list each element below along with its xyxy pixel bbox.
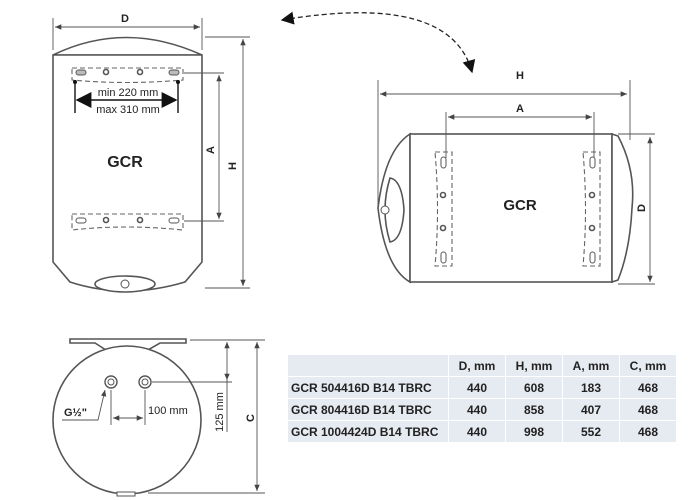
- header-cell: [287, 354, 449, 377]
- dimensions-table: D, mm H, mm A, mm C, mm GCR 504416D B14 …: [287, 354, 677, 443]
- cell: 468: [619, 376, 677, 399]
- max-spacing-label: max 310 mm: [96, 104, 160, 116]
- diameter-dimension-label: D: [636, 204, 648, 212]
- cell: 468: [619, 398, 677, 421]
- table-row: GCR 504416D B14 TBRC 440 608 183 468: [287, 376, 677, 399]
- header-cell: A, mm: [562, 354, 620, 377]
- table-row: GCR 1004424D B14 TBRC 440 998 552 468: [287, 420, 677, 443]
- model-cell: GCR 504416D B14 TBRC: [287, 376, 449, 399]
- cell: 183: [562, 376, 620, 399]
- pipe-spacing-label: 100 mm: [148, 405, 188, 417]
- bottom-view: 100 mm G½" 125 mm C: [52, 338, 265, 497]
- bracket-dimension-label: A: [205, 146, 217, 154]
- thread-size-label: G½": [64, 407, 87, 419]
- length-dimension-label: H: [516, 70, 524, 82]
- table-header-row: D, mm H, mm A, mm C, mm: [287, 354, 677, 377]
- vertical-heater: min 220 mm max 310 mm GCR D H A: [52, 13, 250, 293]
- cell: 858: [505, 398, 563, 421]
- height-dimension-label: H: [227, 162, 239, 170]
- min-spacing-label: min 220 mm: [98, 87, 159, 99]
- cell: 552: [562, 420, 620, 443]
- cell: 440: [448, 420, 506, 443]
- cell: 440: [448, 398, 506, 421]
- width-dimension-label: D: [121, 13, 129, 25]
- cell: 407: [562, 398, 620, 421]
- header-cell: H, mm: [505, 354, 563, 377]
- pipe-offset-label: 125 mm: [214, 392, 226, 432]
- header-cell: D, mm: [448, 354, 506, 377]
- brand-label: GCR: [107, 154, 143, 171]
- depth-dimension-label: C: [245, 414, 257, 422]
- horizontal-heater: GCR H A D: [377, 70, 655, 285]
- cell: 998: [505, 420, 563, 443]
- cell: 468: [619, 420, 677, 443]
- model-cell: GCR 804416D B14 TBRC: [287, 398, 449, 421]
- rotate-arrow-icon: [280, 11, 476, 74]
- table-row: GCR 804416D B14 TBRC 440 858 407 468: [287, 398, 677, 421]
- model-cell: GCR 1004424D B14 TBRC: [287, 420, 449, 443]
- header-cell: C, mm: [619, 354, 677, 377]
- brand-label: GCR: [503, 197, 537, 214]
- cell: 608: [505, 376, 563, 399]
- bracket-dimension-label: A: [516, 103, 524, 115]
- cell: 440: [448, 376, 506, 399]
